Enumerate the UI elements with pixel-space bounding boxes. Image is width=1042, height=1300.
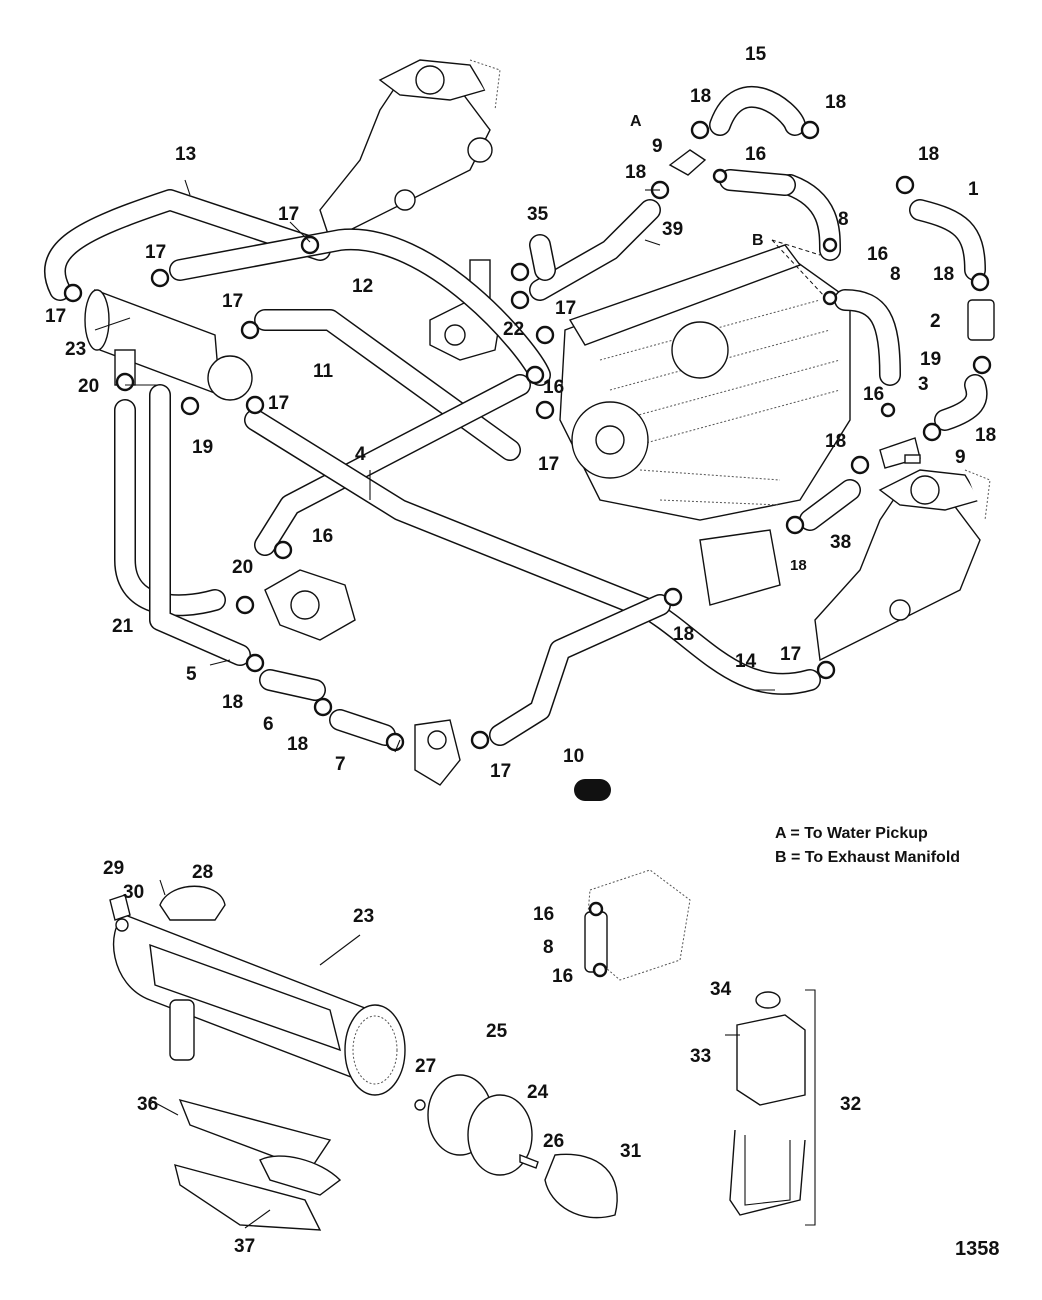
callout-21: 21 bbox=[112, 616, 134, 637]
callout-23-b: 23 bbox=[353, 906, 374, 927]
hose-clamps bbox=[63, 120, 992, 752]
leader-lines bbox=[94, 179, 775, 1229]
callout-18-i: 18 bbox=[673, 624, 694, 645]
callout-27: 27 bbox=[415, 1056, 436, 1077]
callout-16-d: 16 bbox=[543, 377, 564, 398]
heat-exchanger-upper bbox=[84, 288, 253, 401]
callout-16-f: 16 bbox=[533, 904, 554, 925]
callout-3: 3 bbox=[918, 374, 929, 395]
callout-5: 5 bbox=[186, 664, 197, 685]
callout-9-b: 9 bbox=[955, 447, 966, 468]
callout-10: 10 bbox=[563, 746, 584, 767]
callout-18-e: 18 bbox=[933, 264, 954, 285]
callout-18-a: 18 bbox=[690, 86, 711, 107]
callout-18-f: 18 bbox=[825, 431, 846, 452]
callout-22: 22 bbox=[503, 319, 524, 340]
callout-18-c: 18 bbox=[918, 144, 939, 165]
callout-17-g: 17 bbox=[538, 454, 559, 475]
callout-17-d: 17 bbox=[222, 291, 243, 312]
callout-18-g: 18 bbox=[975, 425, 996, 446]
callout-36: 36 bbox=[137, 1094, 158, 1115]
thermostat-housing bbox=[414, 719, 461, 786]
exhaust-manifold-right bbox=[814, 469, 991, 662]
callout-18-b: 18 bbox=[825, 92, 846, 113]
callout-17-i: 17 bbox=[780, 644, 801, 665]
figure-number: 1358 bbox=[955, 1238, 1000, 1260]
callout-30: 30 bbox=[123, 882, 144, 903]
callout-14: 14 bbox=[735, 651, 757, 672]
callout-16-b: 16 bbox=[867, 244, 888, 265]
callout-11: 11 bbox=[313, 361, 334, 382]
callout-23: 23 bbox=[65, 339, 86, 360]
belt-housing bbox=[699, 529, 781, 606]
exhaust-manifold-left bbox=[319, 59, 501, 241]
callout-19-b: 19 bbox=[192, 437, 213, 458]
callout-4: 4 bbox=[355, 444, 366, 465]
hoses bbox=[44, 86, 988, 801]
callout-18-d: 18 bbox=[625, 162, 646, 183]
heat-exchanger-exploded bbox=[109, 885, 618, 1231]
callout-a: A bbox=[630, 113, 642, 130]
callout-9: 9 bbox=[652, 136, 663, 157]
callout-29: 29 bbox=[103, 858, 124, 879]
callout-33: 33 bbox=[690, 1046, 711, 1067]
callout-20-b: 20 bbox=[232, 557, 253, 578]
callout-32: 32 bbox=[840, 1094, 861, 1115]
callout-17-h: 17 bbox=[490, 761, 511, 782]
callout-16-e: 16 bbox=[312, 526, 333, 547]
inset-engine-detail bbox=[584, 869, 691, 981]
callout-17-b: 17 bbox=[145, 242, 166, 263]
callout-25: 25 bbox=[486, 1021, 508, 1042]
callout-16-a: 16 bbox=[745, 144, 766, 165]
callout-16-c: 16 bbox=[863, 384, 884, 405]
callout-8-c: 8 bbox=[543, 937, 554, 958]
callout-18-k: 18 bbox=[287, 734, 308, 755]
callout-18-h: 18 bbox=[790, 557, 807, 574]
callout-17-f: 17 bbox=[555, 298, 576, 319]
circulating-pump bbox=[264, 569, 356, 641]
callout-13: 13 bbox=[175, 144, 196, 165]
callout-12: 12 bbox=[352, 276, 373, 297]
callout-20-a: 20 bbox=[78, 376, 99, 397]
callout-17-c: 17 bbox=[45, 306, 66, 327]
callout-15: 15 bbox=[745, 44, 767, 65]
engine-block bbox=[559, 244, 851, 521]
callout-16-g: 16 bbox=[552, 966, 573, 987]
callout-17-a: 17 bbox=[278, 204, 299, 225]
coolant-reservoir bbox=[729, 991, 806, 1216]
callout-7: 7 bbox=[335, 754, 346, 775]
callout-38: 38 bbox=[830, 532, 851, 553]
callout-2: 2 bbox=[930, 311, 941, 332]
callout-17-e: 17 bbox=[268, 393, 289, 414]
callout-18-j: 18 bbox=[222, 692, 243, 713]
callout-8-b: 8 bbox=[890, 264, 901, 285]
callout-26: 26 bbox=[543, 1131, 564, 1152]
callout-19-a: 19 bbox=[920, 349, 941, 370]
callout-28: 28 bbox=[192, 862, 213, 883]
legend-a: A = To Water Pickup bbox=[775, 825, 928, 842]
callout-35: 35 bbox=[527, 204, 549, 225]
callout-31: 31 bbox=[620, 1141, 642, 1162]
fittings bbox=[668, 149, 995, 469]
callout-b: B bbox=[752, 232, 764, 249]
callout-6: 6 bbox=[263, 714, 274, 735]
callout-8: 8 bbox=[838, 209, 849, 230]
callout-34: 34 bbox=[710, 979, 732, 1000]
callout-37: 37 bbox=[234, 1236, 255, 1257]
callout-1: 1 bbox=[968, 179, 979, 200]
callouts: 1 2 3 4 5 6 7 8 8 8 9 9 10 11 12 13 14 1… bbox=[45, 44, 996, 1257]
callout-39: 39 bbox=[662, 219, 683, 240]
legend-b: B = To Exhaust Manifold bbox=[775, 849, 960, 866]
callout-24: 24 bbox=[527, 1082, 549, 1103]
